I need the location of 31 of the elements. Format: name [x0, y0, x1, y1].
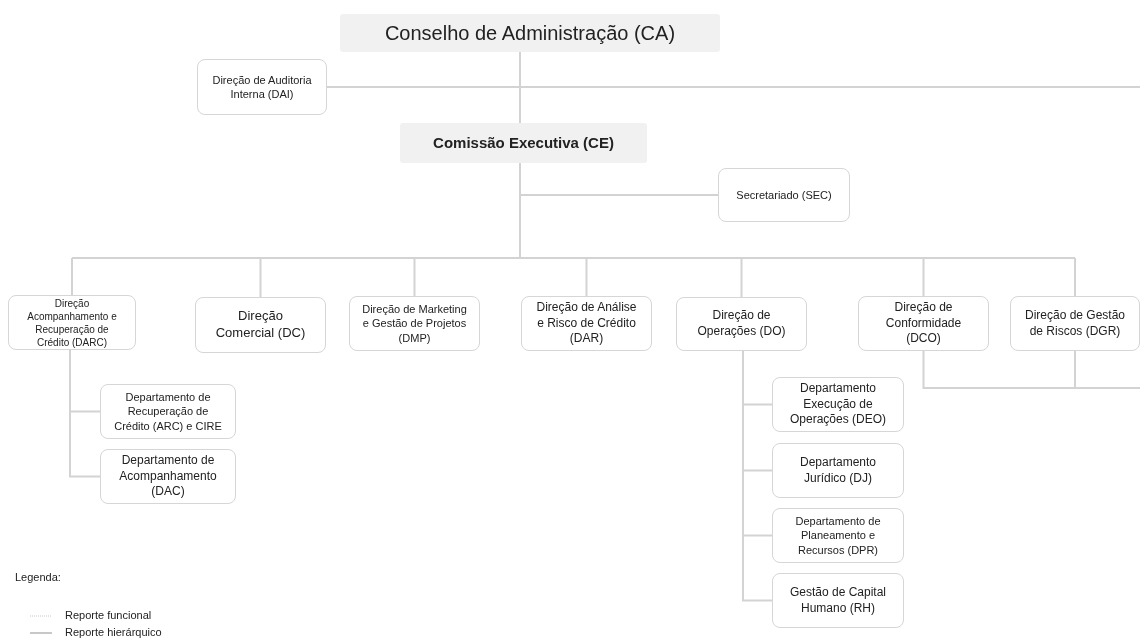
org-unit-box: Direção de Operações (DO) [676, 297, 807, 351]
connector-line [71, 257, 73, 296]
legend-text: Reporte funcional [65, 609, 152, 621]
connector-line [413, 257, 416, 297]
org-unit-box: Direção de Auditoria Interna (DAI) [197, 59, 327, 115]
org-unit-box: Gestão de Capital Humano (RH) [772, 573, 904, 628]
legend-text: Reporte hierárquico [65, 626, 162, 638]
connector-line [259, 257, 262, 298]
board-box: Comissão Executiva (CE) [400, 123, 647, 163]
connector-line [922, 257, 925, 297]
connector-line [69, 349, 101, 478]
org-unit-box: Departamento de Recuperação de Crédito (ARC) e CIRE [100, 384, 236, 439]
org-unit-box: Secretariado (SEC) [718, 168, 850, 222]
org-unit-box: Direção Comercial (DC) [195, 297, 326, 353]
org-unit-box: Departamento Execução de Operações (DEO) [772, 377, 904, 432]
board-box: Conselho de Administração (CA) [340, 14, 720, 52]
connector-line [742, 350, 773, 602]
org-unit-box: Direção de Marketing e Gestão de Projetos (DMP) [349, 296, 480, 351]
org-unit-box: Departamento Jurídico (DJ) [772, 443, 904, 498]
connector-line [740, 257, 743, 298]
org-unit-box: Direção de Análise e Risco de Crédito (DAR) [521, 296, 652, 351]
connector-line [1074, 257, 1076, 297]
legend-title: Legenda: [15, 571, 61, 583]
org-unit-box: Direção de Conformidade (DCO) [858, 296, 989, 351]
connector-line [585, 257, 588, 297]
org-unit-box: Departamento de Planeamento e Recursos (DPR) [772, 508, 904, 563]
connector-line [519, 51, 521, 124]
org-unit-box: Departamento de Acompanhamento (DAC) [100, 449, 236, 504]
org-unit-box: Direção de Gestão de Riscos (DGR) [1010, 296, 1140, 351]
org-unit-box: Direção Acompanhamento e Recuperação de Crédito (DARC) [8, 295, 136, 350]
connector-line [1074, 350, 1140, 389]
